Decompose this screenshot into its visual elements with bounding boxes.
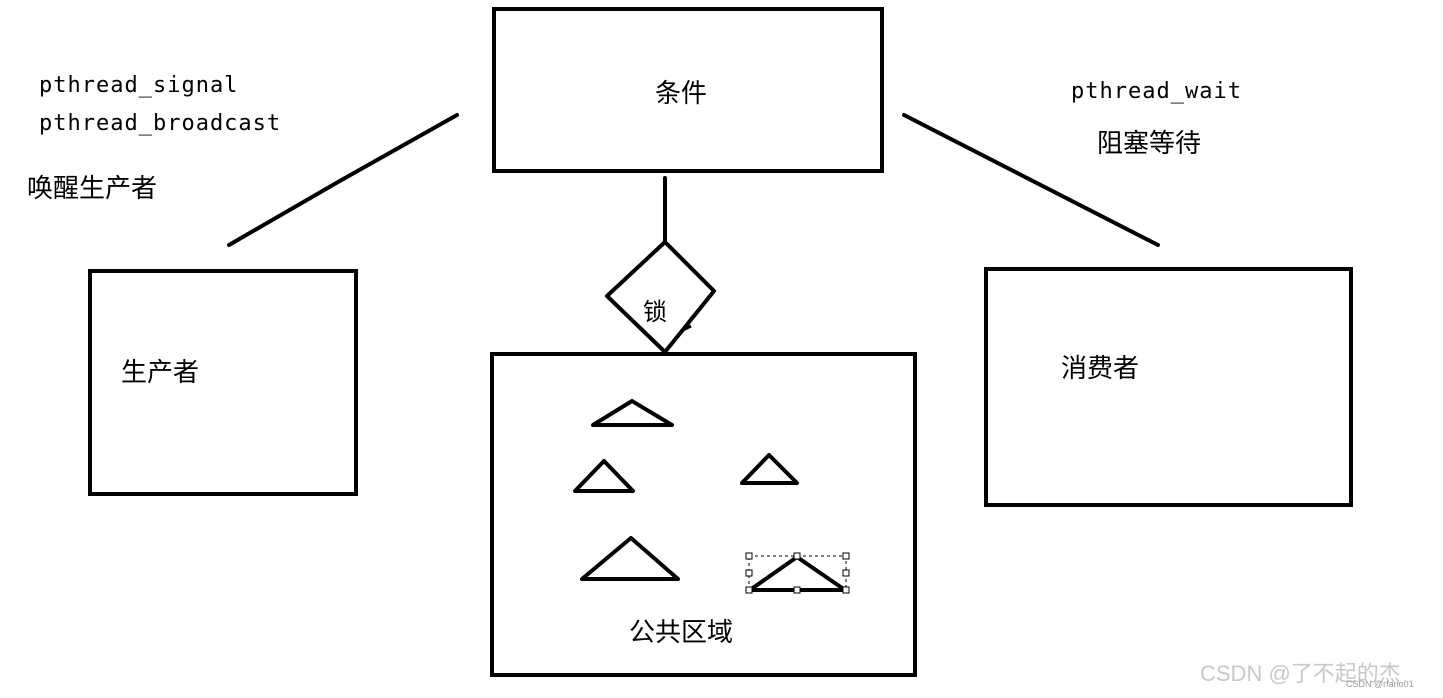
lock-label: 锁 [643, 298, 667, 326]
blocking-wait-label: 阻塞等待 [1097, 129, 1202, 159]
condition-box [492, 7, 884, 173]
producer-label: 生产者 [121, 358, 200, 388]
signal-call-label: pthread_signal [39, 73, 239, 98]
broadcast-call-label: pthread_broadcast [39, 111, 282, 136]
wait-call-label: pthread_wait [1071, 79, 1242, 104]
producer-box [88, 269, 358, 496]
lock-diamond [605, 240, 716, 354]
shared-area-label: 公共区域 [629, 618, 734, 648]
resource-triangle [573, 459, 635, 493]
condition-producer-line [227, 113, 459, 247]
shared-area-box [490, 352, 917, 677]
lock-diamond-tick [680, 324, 692, 333]
watermark: CSDN @了不起的杰 [1200, 661, 1401, 686]
selected-resource-triangle[interactable] [745, 552, 850, 594]
consumer-label: 消费者 [1061, 354, 1140, 384]
consumer-box [984, 267, 1353, 507]
resource-triangle [591, 399, 674, 427]
resource-triangle [580, 536, 680, 581]
condition-consumer-line [902, 113, 1160, 247]
resource-triangle [740, 453, 799, 485]
wake-producer-label: 唤醒生产者 [27, 174, 158, 204]
condition-label: 条件 [655, 79, 708, 109]
watermark-small: CSDN @rfano01 [1346, 679, 1414, 689]
